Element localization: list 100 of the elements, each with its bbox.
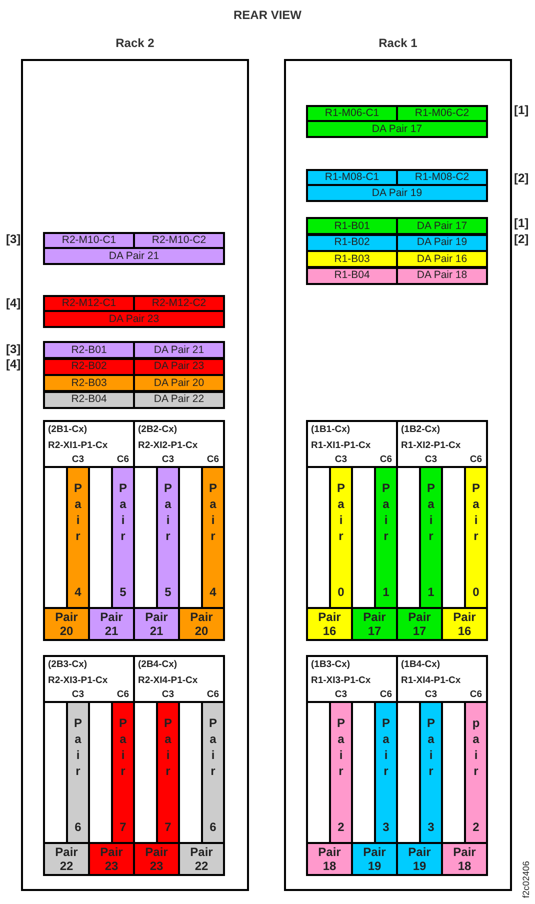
slot-label: Pair	[337, 480, 345, 544]
card-label: (2B2-Cx)	[138, 425, 178, 434]
slot-number: 3	[428, 819, 434, 835]
slot-label: Pair	[382, 480, 390, 544]
slot-label: pair	[472, 715, 480, 779]
cable-slot	[374, 701, 398, 845]
port-label-cell: DA Pair 21	[133, 341, 225, 359]
card-label: C3	[334, 455, 348, 464]
cable-slot	[419, 466, 443, 610]
cable-slot	[329, 701, 353, 845]
slot-label: Pair	[74, 715, 82, 779]
slot-number: 5	[120, 584, 126, 600]
slot-label: Pair	[427, 480, 435, 544]
port-label-cell: DA Pair 21	[43, 247, 225, 265]
cable-slot	[464, 466, 488, 610]
port-label-cell: DA Pair 22	[133, 390, 225, 408]
callout-number: [4]	[6, 297, 21, 309]
card-label: C6	[378, 690, 394, 700]
pair-cell: Pair 19	[351, 842, 398, 876]
cable-slot	[156, 701, 180, 845]
cable-slot	[66, 701, 90, 845]
callout-number: [3]	[6, 343, 21, 355]
slot-label: Pair	[209, 715, 217, 779]
card-label: R1-XI1-P1-Cx	[311, 441, 371, 450]
slot-number: 0	[338, 584, 344, 600]
card-label: C6	[116, 690, 130, 700]
card-label: (2B1-Cx)	[48, 425, 88, 434]
slot-number: 5	[164, 584, 172, 600]
pair-cell: Pair 20	[43, 607, 90, 641]
pair-cell: Pair 23	[88, 842, 135, 876]
card-label: C3	[160, 455, 176, 464]
slot-label: Pair	[164, 480, 172, 544]
card-label: C3	[424, 690, 438, 700]
card-label: (2B4-Cx)	[138, 660, 178, 670]
pair-cell: Pair 18	[441, 842, 488, 876]
slot-label: Pair	[119, 715, 127, 779]
card-label: C3	[160, 690, 176, 700]
card-label: R2-XI3-P1-Cx	[48, 676, 108, 686]
cable-slot	[201, 701, 225, 845]
switch-card	[306, 420, 398, 641]
port-label-cell: R2-B01	[43, 341, 135, 359]
card-label: C3	[70, 690, 86, 700]
cable-slot	[66, 466, 90, 610]
diagram-title: REAR VIEW	[232, 8, 302, 22]
port-label-cell: R1-B03	[306, 250, 398, 268]
callout-number: [2]	[514, 233, 529, 245]
port-label-cell: DA Pair 16	[396, 250, 488, 268]
switch-card	[306, 655, 398, 876]
pair-cell: Pair 18	[306, 842, 353, 876]
slot-number: 6	[74, 819, 82, 835]
port-label-cell: R2-B03	[43, 374, 135, 392]
card-label: R2-XI1-P1-Cx	[48, 441, 108, 450]
slot-label: Pair	[337, 715, 345, 779]
card-label: C3	[70, 455, 86, 464]
slot-number: 7	[164, 819, 172, 835]
port-label-cell: DA Pair 23	[43, 310, 225, 328]
callout-number: [1]	[514, 217, 529, 229]
switch-card	[396, 655, 488, 876]
card-label: (1B3-Cx)	[311, 660, 350, 670]
pair-cell: Pair 17	[396, 607, 443, 641]
switch-card	[133, 420, 225, 641]
switch-card	[396, 420, 488, 641]
switch-card	[133, 655, 225, 876]
port-label-cell: DA Pair 17	[396, 217, 488, 235]
slot-number: 3	[382, 819, 390, 835]
callout-number: [4]	[6, 358, 21, 370]
card-label: C6	[468, 455, 484, 464]
pair-cell: Pair 17	[351, 607, 398, 641]
card-label: R1-XI4-P1-Cx	[401, 676, 461, 686]
card-label: R1-XI2-P1-Cx	[401, 441, 461, 450]
slot-label: Pair	[209, 480, 217, 544]
pair-cell: Pair 16	[306, 607, 353, 641]
rack-title: Rack 1	[378, 35, 418, 52]
pair-cell: Pair 23	[133, 842, 180, 876]
card-label: R2-XI4-P1-Cx	[138, 676, 198, 686]
card-label: C6	[468, 690, 484, 700]
slot-label: Pair	[74, 480, 82, 544]
callout-number: [3]	[6, 233, 21, 245]
card-label: C6	[206, 455, 220, 464]
cable-slot	[201, 466, 225, 610]
cable-slot	[111, 701, 135, 845]
card-label: (1B4-Cx)	[401, 660, 440, 670]
switch-card	[43, 420, 135, 641]
slot-label: Pair	[427, 715, 435, 779]
card-label: C6	[206, 690, 220, 700]
cable-slot	[156, 466, 180, 610]
slot-number: 6	[210, 819, 216, 835]
card-label: C3	[334, 690, 348, 700]
slot-label: Pair	[119, 480, 127, 544]
port-label-cell: DA Pair 20	[133, 374, 225, 392]
slot-number: 2	[472, 819, 480, 835]
port-label-cell: R2-B04	[43, 390, 135, 408]
port-label-cell: R1-B01	[306, 217, 398, 235]
card-label: R2-XI2-P1-Cx	[138, 441, 198, 450]
cable-slot	[111, 466, 135, 610]
slot-label: Pair	[164, 715, 172, 779]
card-label: C6	[116, 455, 130, 464]
card-label: (1B2-Cx)	[401, 425, 440, 434]
pair-cell: Pair 19	[396, 842, 443, 876]
card-label: R1-XI3-P1-Cx	[311, 676, 371, 686]
